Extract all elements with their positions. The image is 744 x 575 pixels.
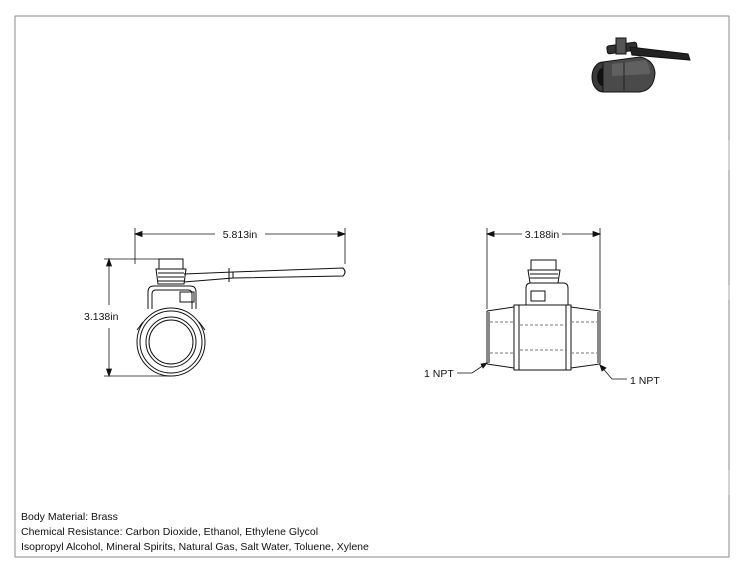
right-port-leader bbox=[599, 364, 627, 380]
body-material-note: Body Material: Brass bbox=[21, 511, 118, 523]
right-port-label: 1 NPT bbox=[630, 375, 660, 387]
front-width-label: 3.188in bbox=[525, 229, 560, 241]
side-width-dimension bbox=[133, 228, 347, 264]
front-width-dimension bbox=[485, 228, 602, 309]
side-view-valve bbox=[136, 258, 346, 377]
side-width-label: 5.813in bbox=[223, 229, 258, 241]
side-height-label: 3.138in bbox=[84, 311, 119, 323]
isometric-valve-thumbnail bbox=[591, 37, 691, 93]
left-port-leader bbox=[457, 362, 488, 374]
front-view-valve bbox=[486, 259, 601, 371]
left-port-label: 1 NPT bbox=[424, 368, 454, 380]
chemical-resistance-note-line-1: Chemical Resistance: Carbon Dioxide, Eth… bbox=[21, 526, 319, 538]
chemical-resistance-note-line-2: Isopropyl Alcohol, Mineral Spirits, Natu… bbox=[21, 541, 369, 553]
material-notes: Body Material: Brass Chemical Resistance… bbox=[21, 510, 369, 555]
sheet-border bbox=[14, 15, 730, 558]
side-height-dimension bbox=[104, 257, 171, 378]
